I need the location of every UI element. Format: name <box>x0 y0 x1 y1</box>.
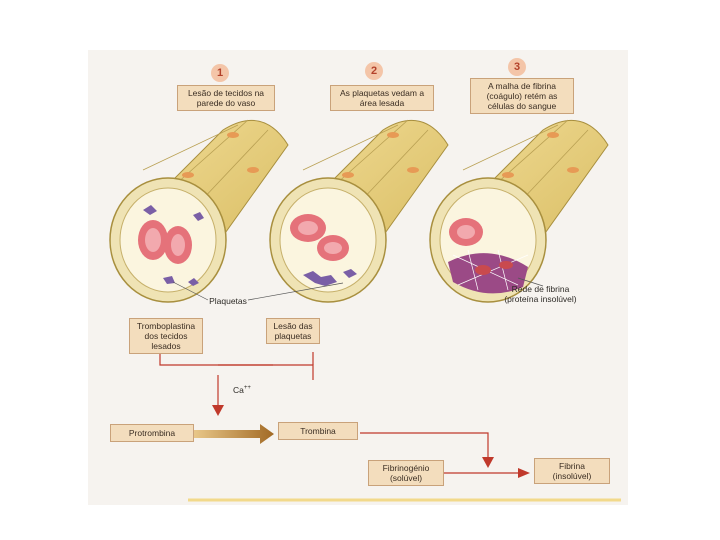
red-blood-cell <box>164 226 192 264</box>
big-arrow <box>193 424 274 444</box>
step-caption-3: A malha de fibrina (coágulo) retém as cé… <box>470 78 574 114</box>
vessel-1 <box>109 119 289 303</box>
platelets <box>303 269 357 286</box>
vessel-illustrations <box>109 119 609 303</box>
plaquetas-leader-lines <box>172 281 344 301</box>
fibrin-clot <box>448 249 529 294</box>
red-blood-cell <box>138 220 168 260</box>
step-number-1: 1 <box>211 64 229 82</box>
tromboplastina-box: Tromboplastina dos tecidos lesados <box>129 318 203 354</box>
step-number-3: 3 <box>508 58 526 76</box>
fibrinogenio-box: Fibrinogénio (solúvel) <box>368 460 444 486</box>
step-caption-2: As plaquetas vedam a área lesada <box>330 85 434 111</box>
fibrin-net-sublabel: (proteína insolúvel) <box>504 294 577 304</box>
vessel-2 <box>269 119 449 303</box>
plaquetas-label: Plaquetas <box>209 296 247 306</box>
red-blood-cell <box>449 218 483 246</box>
step-caption-1: Lesão de tecidos na parede do vaso <box>177 85 275 111</box>
fibrin-leader-line <box>517 277 544 287</box>
red-blood-cell <box>290 214 326 242</box>
fibrin-net-label: Rede de fibrina <box>511 284 570 294</box>
fibrina-box: Fibrina (insolúvel) <box>534 458 610 484</box>
red-blood-cell <box>317 235 349 261</box>
platelets <box>143 205 204 286</box>
figure-panel: 1 Lesão de tecidos na parede do vaso 2 A… <box>88 50 628 505</box>
vessel-3 <box>429 119 609 303</box>
trombina-box: Trombina <box>278 422 358 440</box>
protrombina-box: Protrombina <box>110 424 194 442</box>
calcium-label: Ca++ <box>233 384 251 395</box>
lesao-plaquetas-box: Lesão das plaquetas <box>266 318 320 344</box>
step-number-2: 2 <box>365 62 383 80</box>
